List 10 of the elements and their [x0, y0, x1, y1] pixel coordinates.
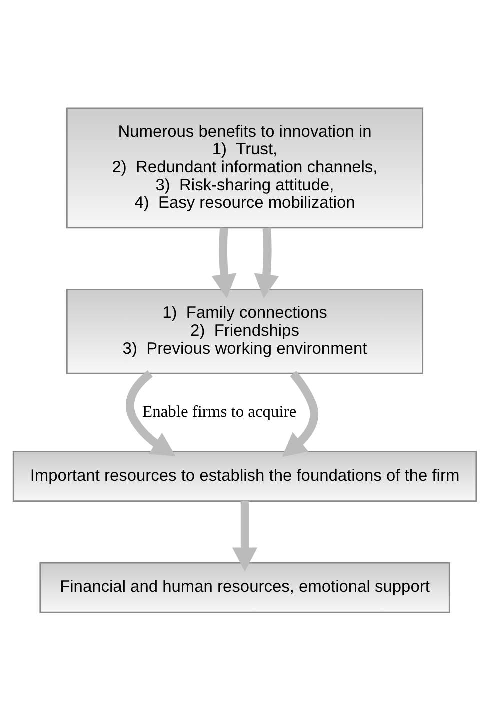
node-box: Financial and human resources, emotional support	[40, 562, 450, 614]
arrow	[254, 228, 280, 298]
node-box: Numerous benefits to innovation in 1) Trust, 2) Redundant information channels, 3) Risk-sharing attitude, 4) Easy resource mobilization	[66, 108, 424, 229]
arrow	[126, 370, 176, 456]
edge-label: Enable firms to acquire	[142, 402, 297, 421]
arrow	[282, 371, 318, 458]
arrow	[232, 501, 258, 572]
node-box: 1) Family connections 2) Friendships 3) Previous working environment	[66, 289, 424, 374]
node-box: Important resources to establish the foundations of the firm	[12, 451, 478, 502]
arrow	[212, 228, 237, 298]
